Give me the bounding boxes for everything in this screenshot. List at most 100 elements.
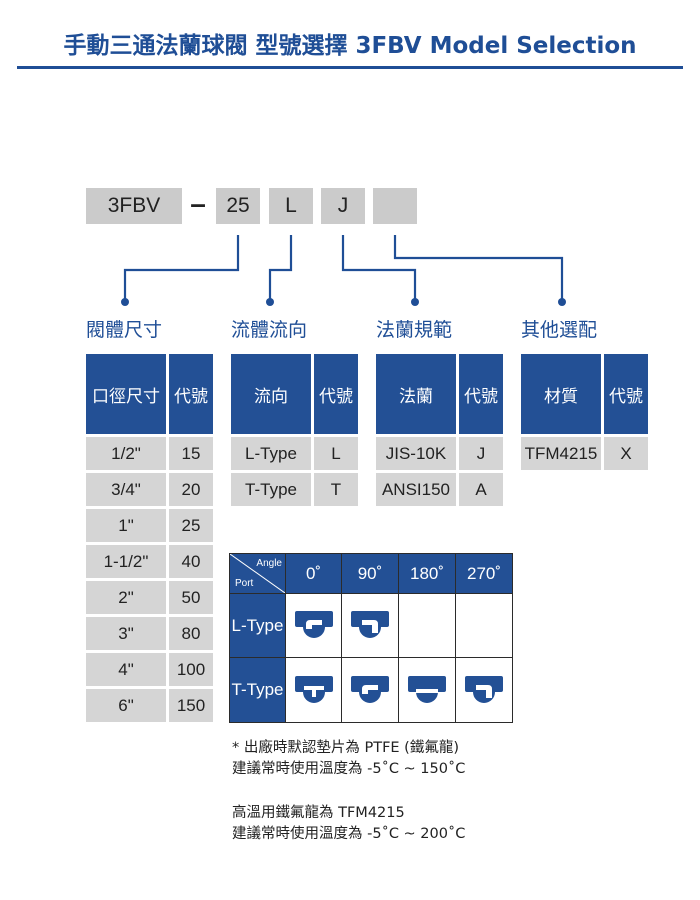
- connector-dot: [266, 298, 274, 306]
- table-cell: 1-1/2": [86, 545, 166, 578]
- table-cell: L-Type: [231, 437, 311, 470]
- table-cell: 4": [86, 653, 166, 686]
- note-line: 建議常時使用溫度為 -5˚C ~ 150˚C: [232, 761, 466, 777]
- table-cell: 150: [169, 689, 213, 722]
- table-row: 3"80: [86, 617, 213, 650]
- table-row: 3/4"20: [86, 473, 213, 506]
- angle-cell: [342, 658, 398, 722]
- table-row: 2"50: [86, 581, 213, 614]
- table-cell: A: [459, 473, 503, 506]
- table-cell: 20: [169, 473, 213, 506]
- table-cell: 50: [169, 581, 213, 614]
- table-cell: 2": [86, 581, 166, 614]
- port-row-label: T-Type: [230, 658, 285, 722]
- connector-dot: [121, 298, 129, 306]
- table-header: 流向: [231, 354, 311, 434]
- table-cell: 1": [86, 509, 166, 542]
- table-cell: 40: [169, 545, 213, 578]
- table-header: 材質: [521, 354, 601, 434]
- angle-cell-empty: [456, 594, 512, 657]
- angle-port-table: Angle Port 0˚ 90˚ 180˚ 270˚ L-Type T-Typ…: [229, 553, 513, 723]
- connector-flange: [341, 235, 417, 302]
- table-cell: ANSI150: [376, 473, 456, 506]
- valve-L-90-icon: [351, 611, 389, 638]
- title-divider: [17, 66, 683, 69]
- note-line: 建議常時使用溫度為 -5˚C ~ 200˚C: [232, 826, 466, 842]
- valve-T-0-icon: [295, 676, 333, 703]
- table-cell: T: [314, 473, 358, 506]
- note-line: 高溫用鐵氟龍為 TFM4215: [232, 805, 405, 821]
- category-flange-label: 法蘭規範: [376, 319, 453, 341]
- table-header: 法蘭: [376, 354, 456, 434]
- table-cell: J: [459, 437, 503, 470]
- table-cell: 15: [169, 437, 213, 470]
- model-size-box: 25: [216, 188, 260, 224]
- valve-T-90-icon: [351, 676, 389, 703]
- page-title: 手動三通法蘭球閥 型號選擇 3FBV Model Selection: [63, 33, 637, 59]
- table-header: 代號: [169, 354, 213, 434]
- connector-dot: [558, 298, 566, 306]
- table-cell: 3": [86, 617, 166, 650]
- table-cell: JIS-10K: [376, 437, 456, 470]
- table-header: 代號: [314, 354, 358, 434]
- category-other-label: 其他選配: [521, 319, 598, 341]
- table-row: 1"25: [86, 509, 213, 542]
- table-cell: 25: [169, 509, 213, 542]
- valve-T-270-icon: [465, 676, 503, 703]
- angle-cell: [286, 594, 341, 657]
- angle-cell: [342, 594, 398, 657]
- table-cell: TFM4215: [521, 437, 601, 470]
- table-row: 4"100: [86, 653, 213, 686]
- angle-header: 90˚: [342, 554, 398, 593]
- angle-cell: [456, 658, 512, 722]
- model-dash: –: [190, 188, 206, 219]
- valve-L-0-icon: [295, 611, 333, 638]
- angle-port-corner: Angle Port: [230, 554, 285, 593]
- table-header: 代號: [459, 354, 503, 434]
- table-cell: 100: [169, 653, 213, 686]
- table-cell: 80: [169, 617, 213, 650]
- table-row: 1-1/2"40: [86, 545, 213, 578]
- size-table: 口徑尺寸 代號 1/2"15 3/4"20 1"25 1-1/2"40 2"50…: [83, 351, 216, 725]
- table-cell: T-Type: [231, 473, 311, 506]
- notes: * 出廠時默認墊片為 PTFE (鐵氟龍) 建議常時使用溫度為 -5˚C ~ 1…: [232, 738, 465, 845]
- connector-other: [393, 235, 564, 302]
- note-line: * 出廠時默認墊片為 PTFE (鐵氟龍): [232, 740, 459, 756]
- angle-cell: [286, 658, 341, 722]
- port-label: Port: [235, 578, 254, 589]
- connector-size: [123, 235, 240, 302]
- angle-label: Angle: [256, 558, 282, 569]
- angle-header: 270˚: [456, 554, 512, 593]
- connector-lines: [121, 235, 566, 306]
- table-header: 代號: [604, 354, 648, 434]
- valve-T-180-icon: [408, 676, 446, 703]
- table-row: 6"150: [86, 689, 213, 722]
- model-other-box: [373, 188, 417, 224]
- corner-diagonal: [230, 554, 285, 593]
- table-cell: X: [604, 437, 648, 470]
- table-cell: 1/2": [86, 437, 166, 470]
- connector-dot: [411, 298, 419, 306]
- angle-header: 180˚: [399, 554, 455, 593]
- model-flange-box: J: [321, 188, 365, 224]
- angle-cell: [399, 658, 455, 722]
- angle-cell-empty: [399, 594, 455, 657]
- port-row-label: L-Type: [230, 594, 285, 657]
- connector-flow: [268, 235, 293, 302]
- model-flow-box: L: [269, 188, 313, 224]
- table-cell: 3/4": [86, 473, 166, 506]
- table-cell: 6": [86, 689, 166, 722]
- table-row: 1/2"15: [86, 437, 213, 470]
- table-cell: L: [314, 437, 358, 470]
- category-flow-label: 流體流向: [231, 319, 308, 341]
- category-size-label: 閥體尺寸: [86, 319, 163, 341]
- model-series-box: 3FBV: [86, 188, 182, 224]
